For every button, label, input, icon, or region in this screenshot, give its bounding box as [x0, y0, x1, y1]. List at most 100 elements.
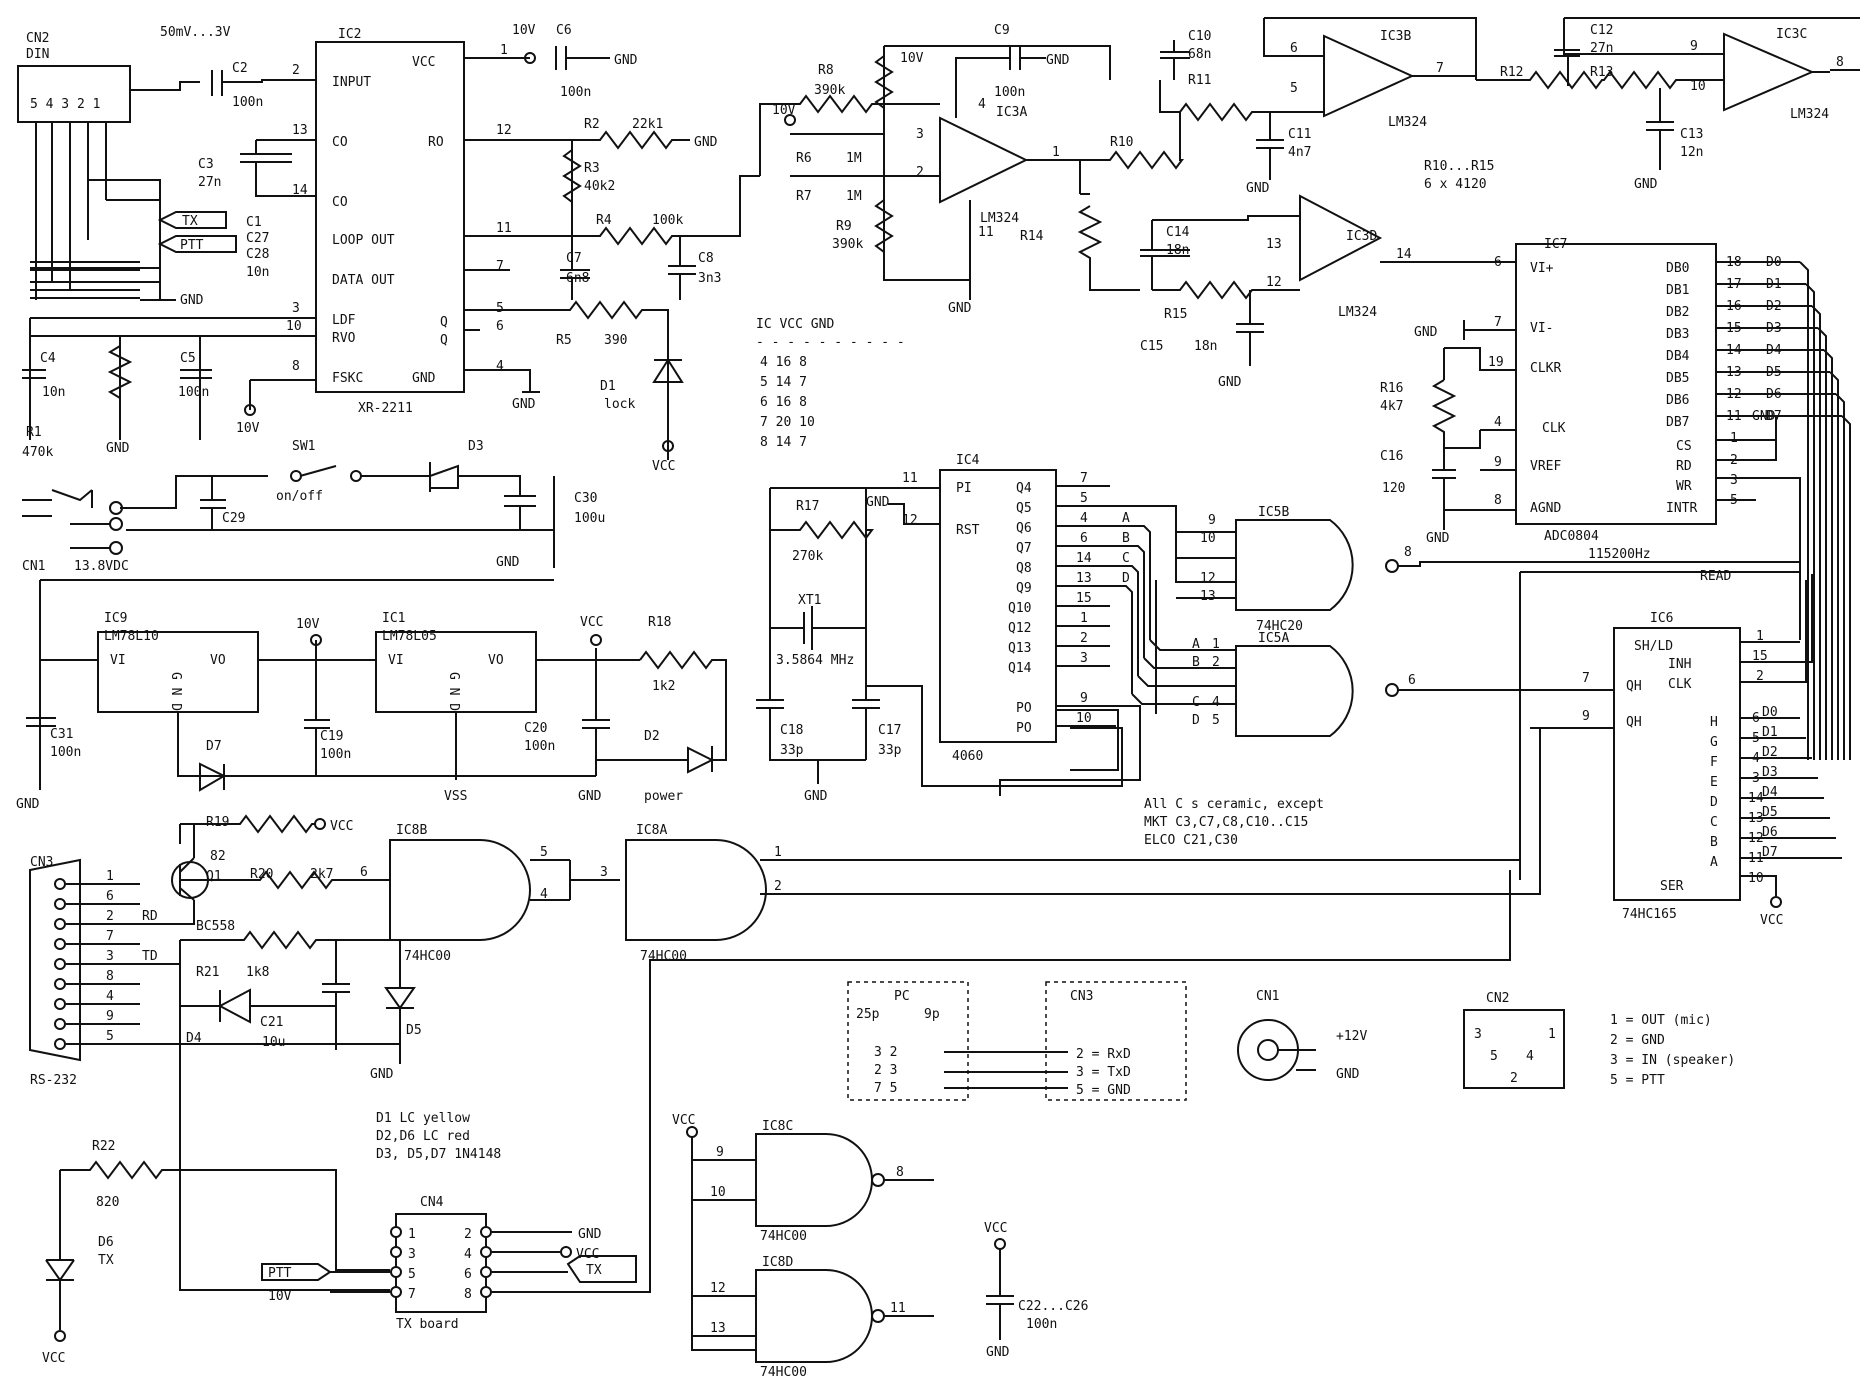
svg-text:5: 5 [540, 845, 548, 860]
vcc-terminal-7 [686, 1126, 698, 1138]
svg-text:13: 13 [1200, 589, 1216, 604]
ic4-right-wires [999, 485, 1236, 796]
c1-c27-c28-caps [30, 261, 176, 301]
d6-label: D6 [98, 1235, 114, 1250]
svg-text:SH/LD: SH/LD [1634, 639, 1673, 654]
c4-label: C4 [40, 351, 56, 366]
din-label: DIN [26, 47, 49, 62]
svg-text:13: 13 [710, 1321, 726, 1336]
ic2-ref: IC2 [338, 27, 361, 42]
c2-value: 100n [232, 95, 263, 110]
cn4-label: CN4 [420, 1195, 444, 1210]
ic3a-opamp [759, 45, 1111, 300]
capacitor-note-3: ELCO C21,C30 [1144, 833, 1238, 848]
r4-value: 100k [652, 213, 683, 228]
svg-text:VREF: VREF [1530, 459, 1561, 474]
cn2-legend-1: 1 = OUT (mic) [1610, 1013, 1712, 1028]
vcc-terminal-4 [1770, 896, 1782, 908]
svg-text:VI: VI [110, 653, 126, 668]
ic7-part: ADC0804 [1544, 529, 1599, 544]
vcc-label-5: VCC [42, 1351, 65, 1366]
svg-text:14: 14 [292, 183, 308, 198]
pc-row-3: 7 5 [874, 1081, 897, 1096]
svg-text:4: 4 [540, 887, 548, 902]
ic3b-part: LM324 [1388, 115, 1427, 130]
ic5b-part: 74HC20 [1256, 619, 1303, 634]
vcc-terminal-2 [590, 634, 602, 646]
pc-25p-label: 25p [856, 1007, 880, 1022]
c7-label: C7 [566, 251, 582, 266]
svg-text:CO: CO [332, 195, 348, 210]
din-pin-numbers: 5 4 3 2 1 [30, 97, 100, 112]
r22-d6-wires [45, 1160, 390, 1330]
svg-text:INTR: INTR [1666, 501, 1697, 516]
cn1-pin-b [109, 517, 123, 531]
c30-label: C30 [574, 491, 597, 506]
svg-text:6: 6 [464, 1267, 472, 1282]
svg-text:D4: D4 [1762, 785, 1778, 800]
svg-text:2: 2 [1080, 631, 1088, 646]
rs232-label: RS-232 [30, 1073, 77, 1088]
ic9-ref: IC9 [104, 611, 127, 626]
svg-text:PI: PI [956, 481, 972, 496]
svg-text:1: 1 [106, 869, 114, 884]
svg-text:CS: CS [1676, 439, 1692, 454]
capacitor-note-2: MKT C3,C7,C8,C10..C15 [1144, 815, 1308, 830]
svg-text:1: 1 [1052, 145, 1060, 160]
ic6-74hc165 [1613, 627, 1741, 901]
ptt-tag-1 [157, 235, 237, 253]
ic2-right-wires [464, 46, 760, 460]
svg-text:VI+: VI+ [1530, 261, 1554, 276]
vcc-label-3: VCC [330, 819, 353, 834]
frequency-label: 115200Hz [1588, 547, 1651, 562]
svg-text:D: D [1710, 795, 1718, 810]
cn1-jack [1237, 1019, 1316, 1081]
ic5a-ref: IC5A [1258, 631, 1289, 646]
ic7-adc0804 [1515, 243, 1717, 525]
svg-text:1: 1 [1730, 431, 1738, 446]
r18-value: 1k2 [652, 679, 675, 694]
svg-text:FSKC: FSKC [332, 371, 363, 386]
svg-text:9: 9 [1080, 691, 1088, 706]
ic8d-ref: IC8D [762, 1255, 793, 1270]
v10-label-d: 10V [900, 51, 924, 66]
ic6-ref: IC6 [1650, 611, 1673, 626]
db9-connector [29, 858, 180, 1062]
c21-label: C21 [260, 1015, 283, 1030]
xt1-value: 3.5864 MHz [776, 653, 854, 668]
v10-terminal-b [524, 52, 536, 64]
c6-value: 100n [560, 85, 591, 100]
svg-text:GND: GND [412, 371, 436, 386]
r21-value: 1k8 [246, 965, 269, 980]
svg-text:3: 3 [1080, 651, 1088, 666]
d6-value: TX [98, 1253, 114, 1268]
gnd-label-3: GND [614, 53, 638, 68]
c7-value: 6n8 [566, 271, 589, 286]
svg-text:6: 6 [106, 889, 114, 904]
svg-text:9: 9 [1494, 455, 1502, 470]
d5-label: D5 [406, 1023, 422, 1038]
ic8b-part: 74HC00 [404, 949, 451, 964]
svg-text:2: 2 [464, 1227, 472, 1242]
ic2-xr2211 [315, 41, 465, 393]
svg-text:11: 11 [496, 221, 512, 236]
svg-text:DB6: DB6 [1666, 393, 1689, 408]
cn1-12v-label: +12V [1336, 1029, 1367, 1044]
sw1-label: SW1 [292, 439, 315, 454]
svg-text:8 14 7: 8 14 7 [760, 435, 807, 450]
ic8b-nand [389, 839, 620, 941]
c9-label: C9 [994, 23, 1010, 38]
svg-text:3: 3 [600, 865, 608, 880]
svg-text:9: 9 [1690, 39, 1698, 54]
c12-value: 27n [1590, 41, 1613, 56]
c13-value: 12n [1680, 145, 1703, 160]
ic3d-ref: IC3D [1346, 229, 1377, 244]
svg-text:F: F [1710, 755, 1718, 770]
r22-label: R22 [92, 1139, 115, 1154]
gnd-label-4: GND [694, 135, 718, 150]
ptt-label-1: PTT [180, 238, 204, 253]
